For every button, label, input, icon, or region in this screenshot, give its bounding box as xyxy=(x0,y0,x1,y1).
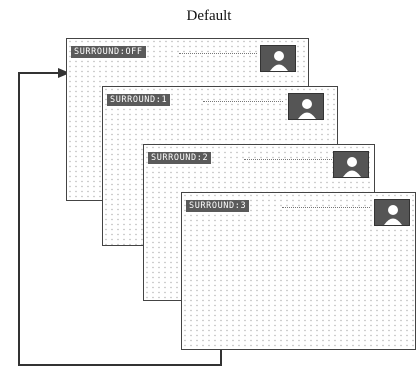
loop-line-left xyxy=(18,72,20,366)
diagram-title: Default xyxy=(0,8,418,25)
surround-label: SURROUND:3 xyxy=(186,200,249,212)
dotted-leader xyxy=(282,207,370,208)
person-silhouette-icon xyxy=(288,93,324,120)
surround-label: SURROUND:2 xyxy=(148,152,211,164)
surround-label: SURROUND:1 xyxy=(107,94,170,106)
loop-line-right xyxy=(220,348,222,366)
dotted-leader xyxy=(203,101,283,102)
dotted-leader xyxy=(244,159,332,160)
loop-line-top xyxy=(18,72,62,74)
dotted-leader xyxy=(179,53,257,54)
person-silhouette-icon xyxy=(333,151,369,178)
surround-label: SURROUND:OFF xyxy=(71,46,146,58)
screen-surround-3: SURROUND:3 xyxy=(181,192,416,350)
person-silhouette-icon xyxy=(260,45,296,72)
person-silhouette-icon xyxy=(374,199,410,226)
loop-line-bottom xyxy=(18,364,222,366)
